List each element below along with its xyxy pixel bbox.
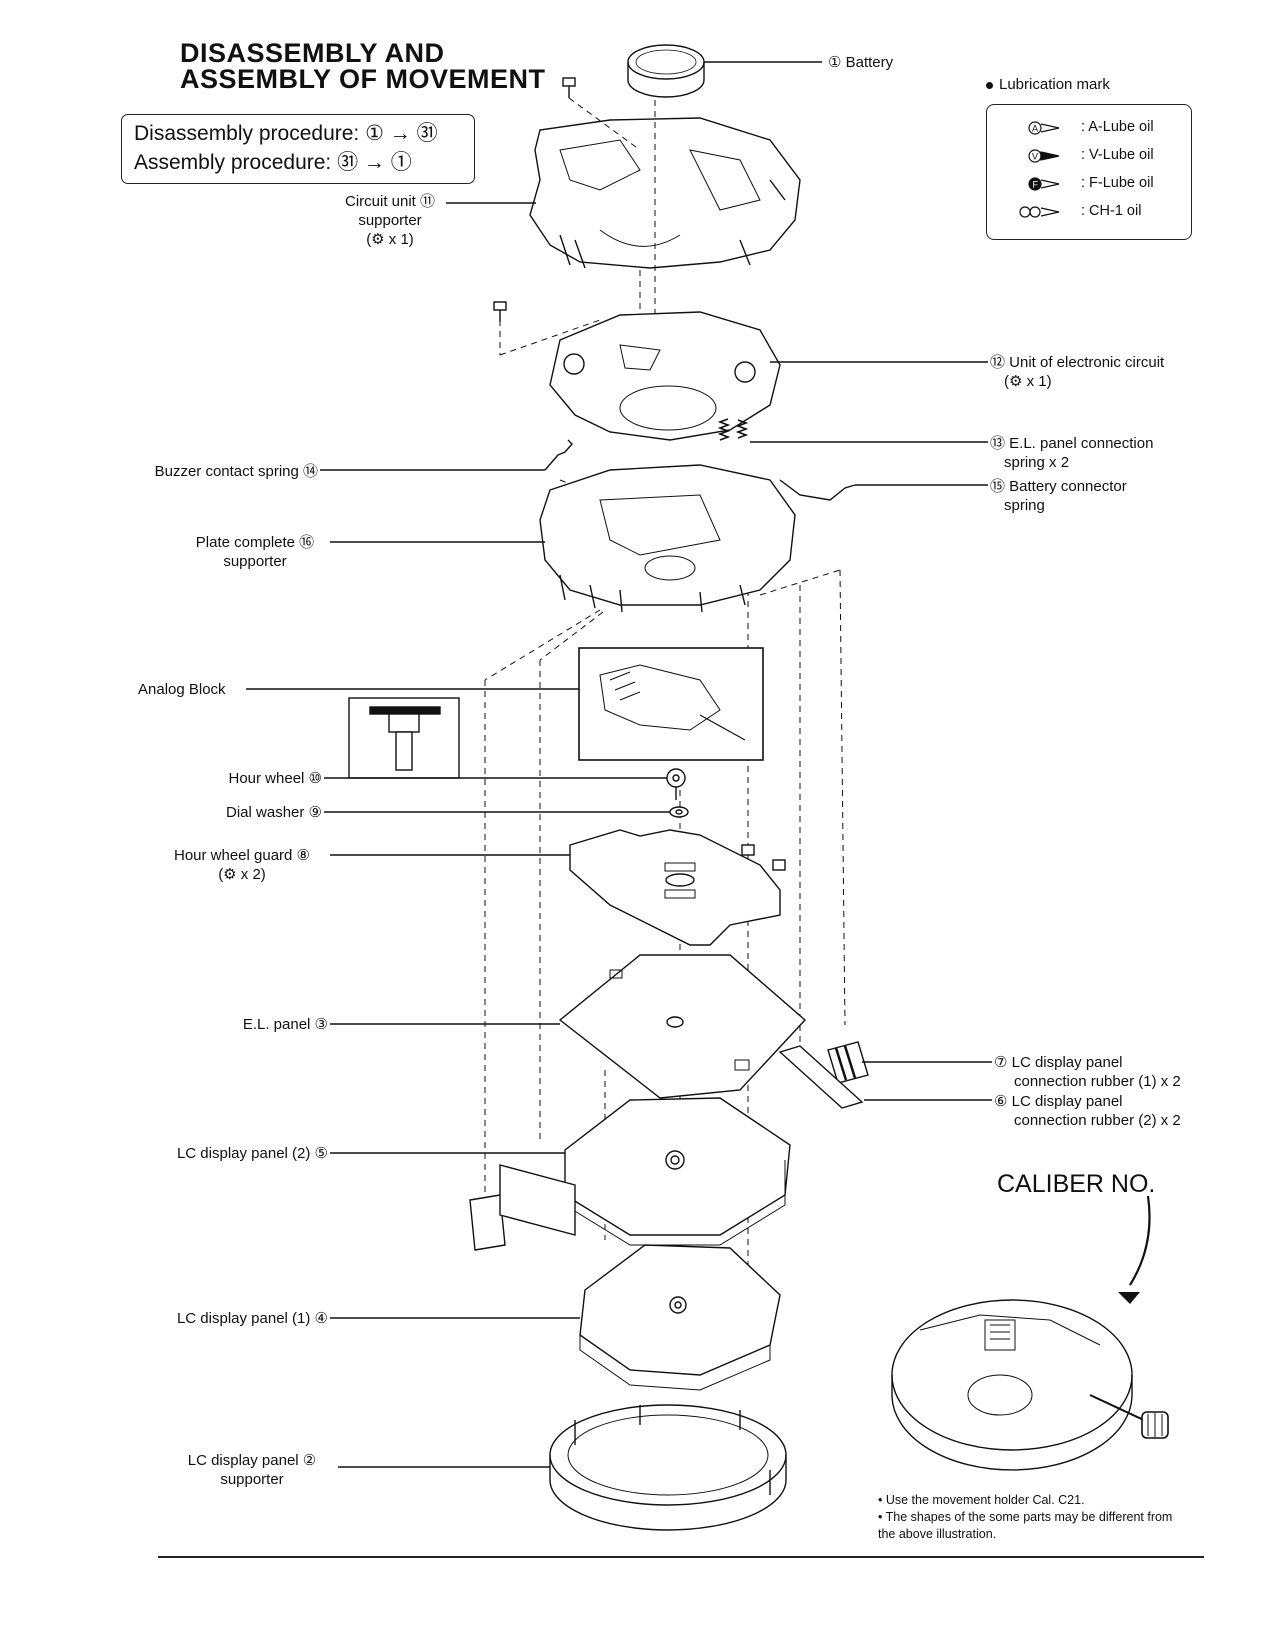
buzzer-spring-part xyxy=(544,439,573,471)
dial-washer-part xyxy=(669,806,689,818)
label-hour-wheel: Hour wheel ⑩ xyxy=(228,770,323,787)
label-rubber-2: ⑥ LC display panel connection rubber (2)… xyxy=(994,1092,1181,1130)
hour-wheel-part xyxy=(666,768,686,800)
lc-supporter-part xyxy=(549,1404,787,1531)
label-circuit-unit-supporter-l1: Circuit unit ⑪ xyxy=(344,193,436,210)
caliber-movement-illustration xyxy=(891,1299,1169,1471)
caliber-no-label: CALIBER NO. xyxy=(997,1170,1156,1198)
legend-item-v-lube: V : V-Lube oil xyxy=(991,145,1187,167)
label-electronic-circuit: ⑫ Unit of electronic circuit (⚙ x 1) xyxy=(990,353,1164,391)
page-title: DISASSEMBLY AND ASSEMBLY OF MOVEMENT xyxy=(180,38,546,94)
label-el-spring-l2: spring x 2 xyxy=(1004,454,1070,471)
svg-text:F: F xyxy=(1033,180,1039,190)
f-lube-label: : F-Lube oil xyxy=(1081,175,1154,191)
notes: • Use the movement holder Cal. C21. • Th… xyxy=(878,1492,1238,1543)
label-el-spring: ⑬ E.L. panel connection spring x 2 xyxy=(990,434,1153,472)
legend-item-f-lube: F : F-Lube oil xyxy=(991,173,1187,195)
bullet-icon xyxy=(986,81,993,89)
lubrication-title: Lubrication mark xyxy=(986,76,1110,93)
label-hour-wheel-guard-l1: Hour wheel guard ⑧ xyxy=(173,847,311,864)
label-battery-spring-l2: spring xyxy=(1004,497,1045,514)
note-3: the above illustration. xyxy=(878,1527,997,1541)
footer-rule xyxy=(158,1556,1204,1558)
label-circuit-unit-supporter-l2: supporter xyxy=(358,212,422,229)
ch1-oil-icon xyxy=(1019,206,1060,218)
title-line-2: ASSEMBLY OF MOVEMENT xyxy=(180,64,546,94)
label-rubber-1-l2: connection rubber (1) x 2 xyxy=(1014,1073,1181,1090)
label-electronic-circuit-l1: ⑫ Unit of electronic circuit xyxy=(990,354,1165,371)
label-battery-spring: ⑮ Battery connector spring xyxy=(990,477,1127,515)
label-plate-complete: Plate complete ⑯ supporter xyxy=(180,533,330,571)
legend-item-a-lube: A : A-Lube oil xyxy=(991,117,1187,139)
disassembly-procedure: Disassembly procedure: ① → ㉛ xyxy=(134,122,438,145)
analog-block-part xyxy=(578,647,764,761)
label-circuit-unit-supporter: Circuit unit ⑪ supporter (⚙ x 1) xyxy=(330,192,450,249)
left-rubber-parts xyxy=(469,1164,576,1251)
label-plate-complete-l2: supporter xyxy=(223,553,287,570)
v-lube-oil-icon: V xyxy=(1028,149,1060,163)
screw-part xyxy=(562,77,576,98)
ch1-label: : CH-1 oil xyxy=(1081,203,1142,219)
hour-wheel-guard-part xyxy=(569,829,786,946)
label-lc-supporter-l1: LC display panel ② xyxy=(187,1452,317,1469)
hour-wheel-detail xyxy=(348,697,460,779)
lubrication-legend: A : A-Lube oil V : V-Lube oil F : F-Lube… xyxy=(986,104,1192,240)
v-lube-label: : V-Lube oil xyxy=(1081,147,1154,163)
f-lube-oil-icon: F xyxy=(1028,177,1060,191)
circuit-unit-supporter-part xyxy=(529,117,801,269)
plate-complete-part xyxy=(539,464,796,613)
label-battery-spring-l1: ⑮ Battery connector xyxy=(990,478,1127,495)
label-lc-supporter-l2: supporter xyxy=(220,1471,284,1488)
label-rubber-1: ⑦ LC display panel connection rubber (1)… xyxy=(994,1053,1181,1091)
battery-part xyxy=(627,44,822,98)
label-electronic-circuit-l2: (⚙ x 1) xyxy=(1004,373,1052,390)
legend-item-ch1: : CH-1 oil xyxy=(991,201,1187,223)
label-analog-block: Analog Block xyxy=(138,681,226,698)
lc-panel-1-part xyxy=(579,1244,781,1391)
a-lube-oil-icon: A xyxy=(1028,121,1060,135)
electronic-circuit-part xyxy=(549,311,781,441)
lc-panel-2-part xyxy=(564,1097,791,1246)
assembly-procedure: Assembly procedure: ㉛ → ① xyxy=(134,151,412,174)
rubber-2-part xyxy=(778,1045,864,1109)
label-buzzer-spring: Buzzer contact spring ⑭ xyxy=(154,463,318,480)
note-1: • Use the movement holder Cal. C21. xyxy=(878,1493,1085,1507)
title-line-1: DISASSEMBLY AND xyxy=(180,38,445,68)
label-lc-supporter: LC display panel ② supporter xyxy=(168,1451,336,1489)
screw-part xyxy=(493,301,507,322)
caliber-arrow xyxy=(1129,1195,1151,1286)
label-dial-washer: Dial washer ⑨ xyxy=(226,804,322,821)
label-rubber-2-l2: connection rubber (2) x 2 xyxy=(1014,1112,1181,1129)
el-panel-part xyxy=(558,954,807,1099)
label-hour-wheel-guard-l2: (⚙ x 2) xyxy=(218,866,266,883)
label-circuit-unit-supporter-l3: (⚙ x 1) xyxy=(366,231,414,248)
label-lc-panel-2: LC display panel (2) ⑤ xyxy=(176,1145,328,1162)
label-lc-panel-1: LC display panel (1) ④ xyxy=(176,1310,328,1327)
a-lube-label: : A-Lube oil xyxy=(1081,119,1154,135)
label-battery: ① Battery xyxy=(828,54,894,71)
svg-text:V: V xyxy=(1032,152,1038,162)
label-el-spring-l1: ⑬ E.L. panel connection xyxy=(990,435,1154,452)
label-plate-complete-l1: Plate complete ⑯ xyxy=(195,534,315,551)
label-rubber-2-l1: ⑥ LC display panel xyxy=(994,1093,1123,1110)
note-2: • The shapes of the some parts may be di… xyxy=(878,1510,1173,1524)
svg-text:A: A xyxy=(1032,124,1038,134)
label-el-panel: E.L. panel ③ xyxy=(242,1016,328,1033)
label-rubber-1-l1: ⑦ LC display panel xyxy=(994,1054,1123,1071)
battery-spring-part xyxy=(779,479,856,501)
label-hour-wheel-guard: Hour wheel guard ⑧ (⚙ x 2) xyxy=(156,846,328,884)
rubber-1-part xyxy=(827,1041,869,1084)
el-spring-part xyxy=(717,418,749,441)
procedure-box: Disassembly procedure: ① → ㉛ Assembly pr… xyxy=(121,114,475,184)
lubrication-title-text: Lubrication mark xyxy=(999,76,1110,93)
